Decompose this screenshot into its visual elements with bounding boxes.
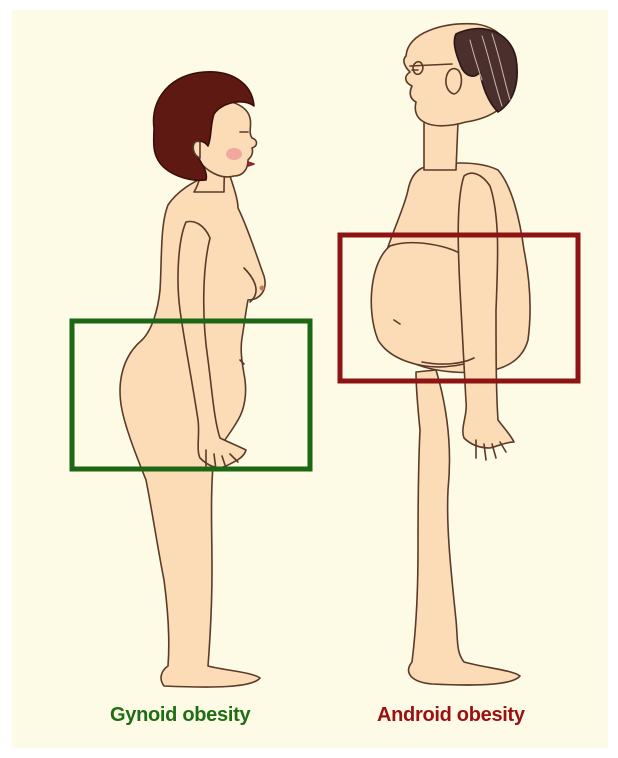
woman-figure (120, 72, 265, 687)
gynoid-obesity-label: Gynoid obesity (110, 704, 310, 727)
android-obesity-label: Android obesity (377, 704, 597, 727)
woman-lips (248, 162, 254, 166)
man-ear (446, 69, 462, 94)
woman-cheek (226, 148, 242, 160)
diagram-canvas: Gynoid obesity Android obesity (12, 10, 608, 748)
man-figure (371, 24, 530, 685)
obesity-illustration (12, 10, 608, 748)
man-neck (424, 122, 458, 170)
woman-nipple (260, 286, 265, 291)
